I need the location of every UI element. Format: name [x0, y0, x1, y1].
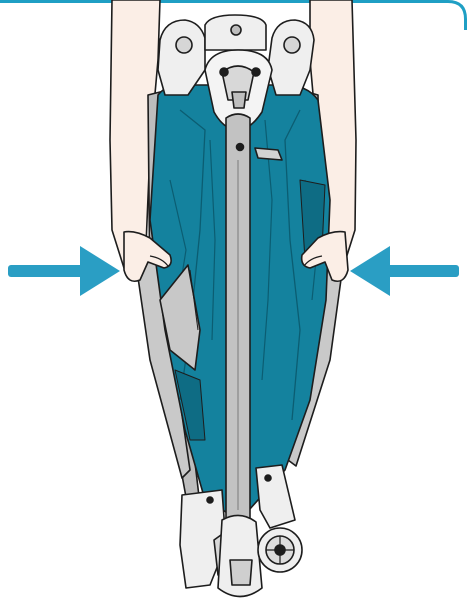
- wheel-icon: [258, 528, 302, 572]
- center-rail: [226, 114, 250, 528]
- push-arrow-right-icon: [8, 246, 120, 296]
- push-arrow-left-icon: [350, 246, 459, 296]
